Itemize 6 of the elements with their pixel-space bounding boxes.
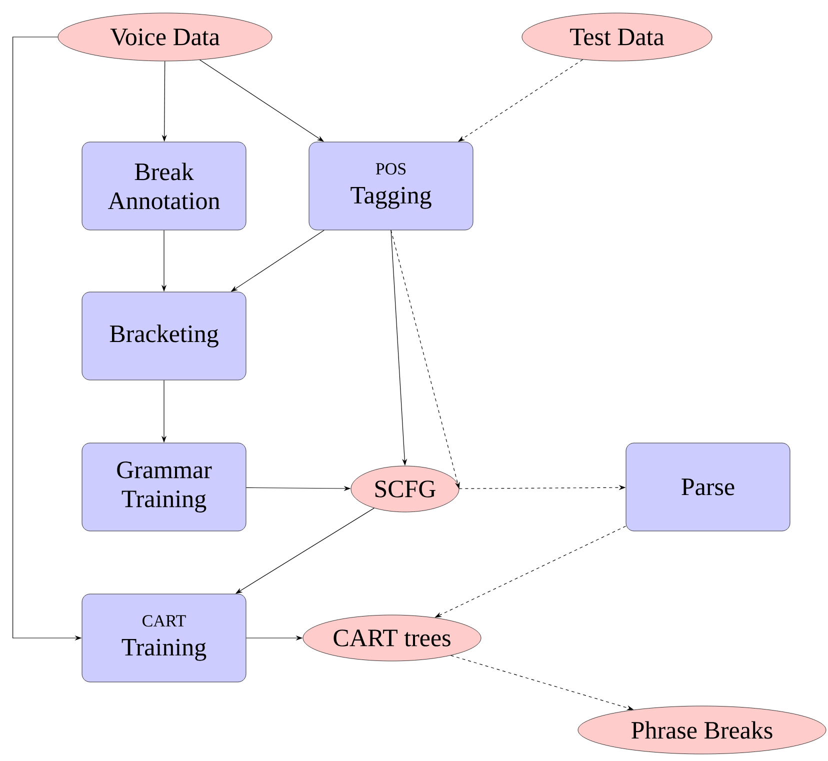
process-box: Parse [626, 442, 790, 532]
process-box: POS Tagging [308, 142, 474, 230]
process-box: Break Annotation [82, 142, 246, 230]
process-box: Bracketing [82, 292, 246, 380]
process-box: Grammar Training [82, 442, 246, 532]
process-box: CART Training [82, 594, 246, 682]
